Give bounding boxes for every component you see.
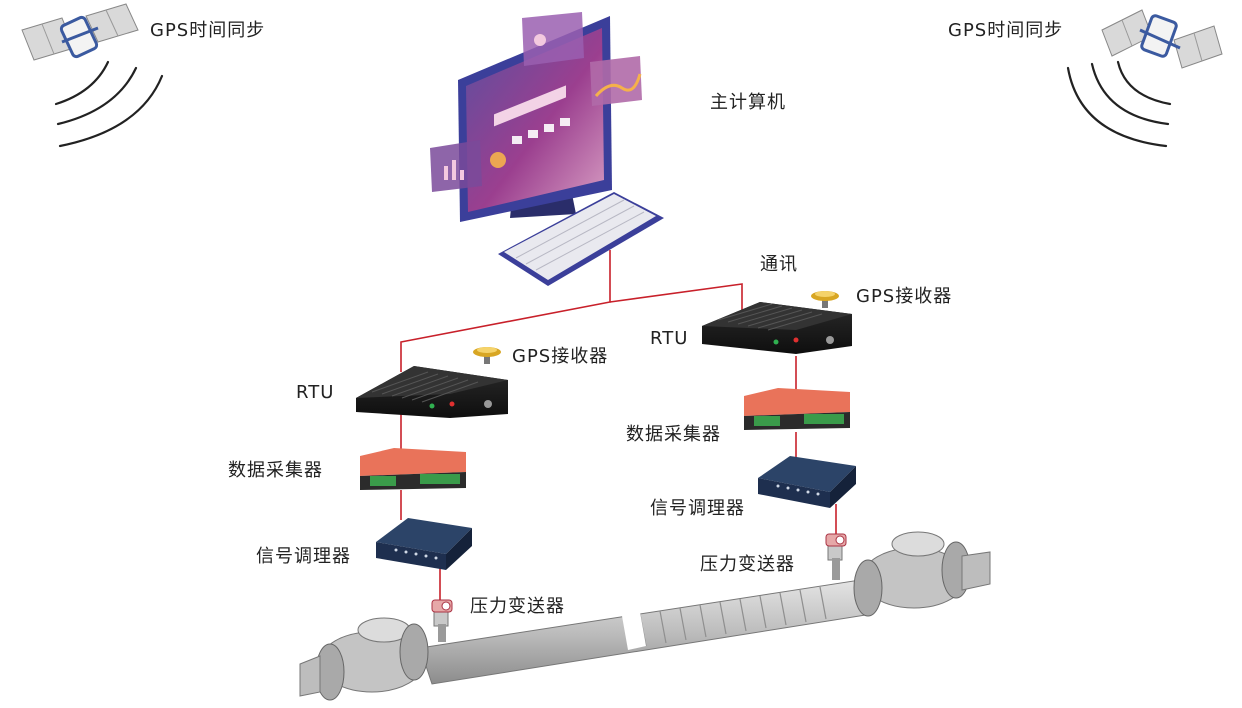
pipeline-icon — [299, 531, 991, 701]
signal-conditioner-left-device — [376, 518, 472, 570]
rtu-left-device — [356, 366, 508, 418]
signal-conditioner-left-label: 信号调理器 — [256, 546, 351, 567]
communication-links — [400, 250, 837, 604]
data-collector-left-label: 数据采集器 — [228, 460, 323, 481]
host-computer-icon — [430, 12, 664, 286]
data-collector-right-label: 数据采集器 — [626, 424, 721, 445]
signal-waves-left-icon — [54, 60, 164, 148]
gps-receiver-left-icon — [473, 347, 501, 364]
gps-receiver-left-label: GPS接收器 — [512, 346, 609, 367]
rtu-right-device — [702, 302, 852, 354]
rtu-right-label: RTU — [650, 328, 689, 349]
signal-waves-right-icon — [1066, 60, 1172, 148]
signal-conditioner-right-device — [758, 456, 856, 508]
pressure-transmitter-right-device — [825, 533, 847, 580]
host-computer-label: 主计算机 — [710, 92, 786, 113]
data-collector-left-device — [360, 448, 466, 490]
satellite-left-icon — [21, 3, 139, 61]
pressure-transmitter-left-device — [431, 599, 453, 642]
signal-conditioner-right-label: 信号调理器 — [650, 498, 745, 519]
communication-label: 通讯 — [760, 254, 798, 275]
pressure-transmitter-left-label: 压力变送器 — [470, 596, 565, 617]
rtu-left-label: RTU — [296, 382, 335, 403]
gps-receiver-right-label: GPS接收器 — [856, 286, 953, 307]
gps-receiver-right-icon — [811, 291, 839, 308]
gps-sync-left-label: GPS时间同步 — [150, 20, 266, 41]
data-collector-right-device — [744, 388, 850, 430]
gps-sync-right-label: GPS时间同步 — [948, 20, 1064, 41]
pressure-transmitter-right-label: 压力变送器 — [700, 554, 795, 575]
satellite-right-icon — [1101, 9, 1223, 69]
